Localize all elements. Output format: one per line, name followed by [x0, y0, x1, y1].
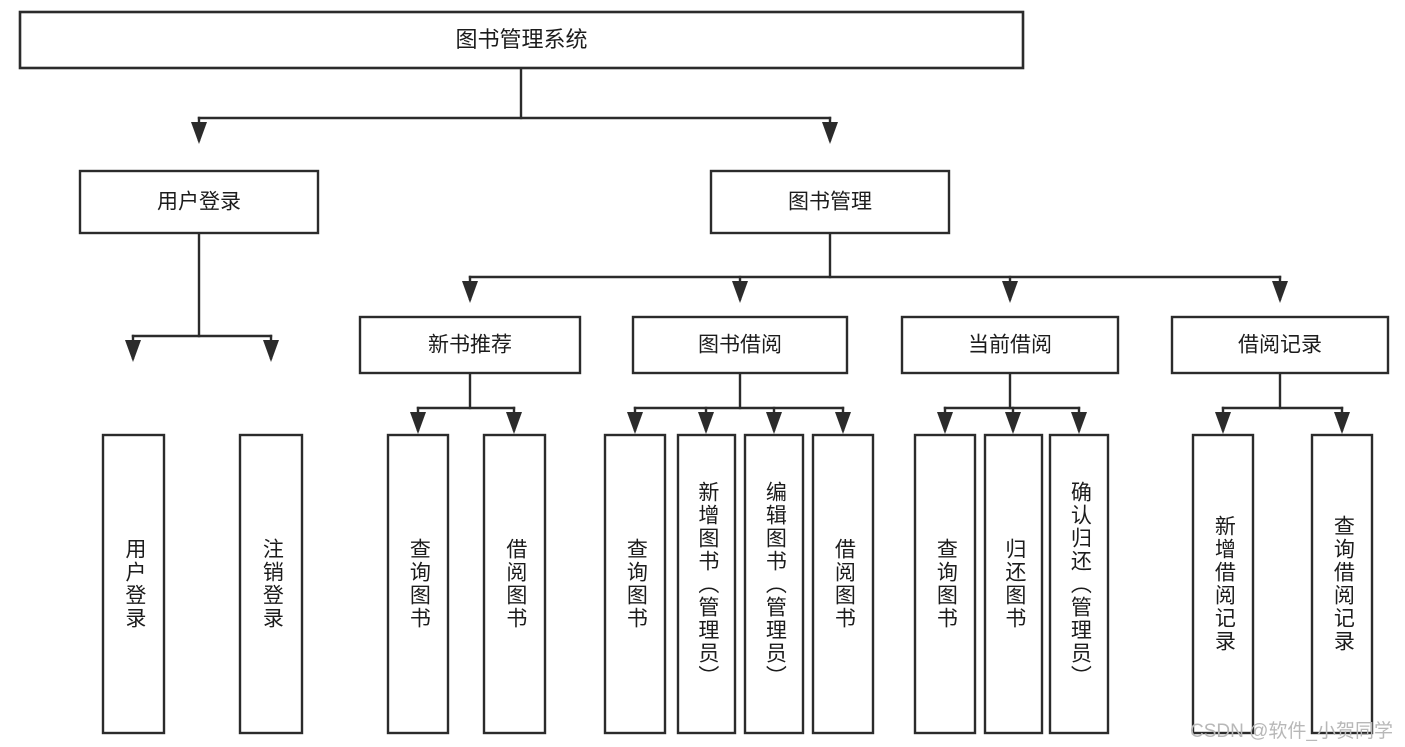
arrow-head-icon — [732, 281, 748, 303]
arrow-head-icon — [766, 412, 782, 434]
arrow-head-icon — [1215, 412, 1231, 434]
root-node-box[interactable] — [18, 10, 1025, 70]
root-node[interactable]: 图书管理系统 — [18, 10, 1025, 70]
leaf-node-12[interactable] — [1310, 433, 1374, 735]
level3-node-label: 图书借阅 — [698, 334, 782, 357]
leaf-node-box[interactable] — [603, 433, 667, 735]
level3-node-1[interactable]: 图书借阅 — [631, 315, 849, 375]
arrow-head-icon — [410, 412, 426, 434]
leaf-node-box[interactable] — [1310, 433, 1374, 735]
leaf-node-box[interactable] — [983, 433, 1044, 735]
arrow-head-icon — [1071, 412, 1087, 434]
leaf-node-9[interactable] — [983, 433, 1044, 735]
leaf-node-1[interactable] — [238, 433, 304, 735]
level2-node-box[interactable] — [709, 169, 951, 235]
arrow-head-icon — [627, 412, 643, 434]
leaf-node-5[interactable] — [676, 433, 737, 735]
arrow-head-icon — [1334, 412, 1350, 434]
level3-node-0[interactable]: 新书推荐 — [358, 315, 582, 375]
level3-node-box[interactable] — [631, 315, 849, 375]
leaf-node-box[interactable] — [1048, 433, 1110, 735]
leaf-node-6[interactable] — [743, 433, 805, 735]
level3-node-label: 新书推荐 — [428, 334, 512, 357]
leaf-node-box[interactable] — [743, 433, 805, 735]
leaf-node-7[interactable] — [811, 433, 875, 735]
leaf-node-0[interactable] — [101, 433, 166, 735]
arrow-head-icon — [1272, 281, 1288, 303]
level2-node-1[interactable]: 图书管理 — [709, 169, 951, 235]
level3-node-label: 当前借阅 — [968, 334, 1052, 357]
leaf-node-box[interactable] — [101, 433, 166, 735]
leaf-nodes-layer — [101, 433, 1374, 735]
level3-node-3[interactable]: 借阅记录 — [1170, 315, 1390, 375]
arrow-head-icon — [263, 340, 279, 362]
leaf-node-box[interactable] — [913, 433, 977, 735]
arrow-head-icon — [937, 412, 953, 434]
level3-node-box[interactable] — [900, 315, 1120, 375]
arrow-head-icon — [191, 122, 207, 144]
arrow-head-icon — [462, 281, 478, 303]
leaf-node-8[interactable] — [913, 433, 977, 735]
arrow-head-icon — [1005, 412, 1021, 434]
level2-node-label: 用户登录 — [157, 191, 241, 214]
level2-node-0[interactable]: 用户登录 — [78, 169, 320, 235]
edges-layer — [125, 66, 1350, 434]
arrow-head-icon — [1002, 281, 1018, 303]
leaf-node-10[interactable] — [1048, 433, 1110, 735]
arrow-head-icon — [822, 122, 838, 144]
level3-node-box[interactable] — [1170, 315, 1390, 375]
arrow-head-icon — [698, 412, 714, 434]
leaf-node-box[interactable] — [1191, 433, 1255, 735]
level2-node-box[interactable] — [78, 169, 320, 235]
arrow-head-icon — [506, 412, 522, 434]
level3-node-label: 借阅记录 — [1238, 334, 1322, 357]
root-node-label: 图书管理系统 — [455, 27, 587, 52]
leaf-node-11[interactable] — [1191, 433, 1255, 735]
level3-node-2[interactable]: 当前借阅 — [900, 315, 1120, 375]
leaf-node-box[interactable] — [386, 433, 450, 735]
watermark-text: CSDN @软件_小贺同学 — [1190, 721, 1393, 742]
leaf-node-box[interactable] — [676, 433, 737, 735]
leaf-node-4[interactable] — [603, 433, 667, 735]
level3-node-box[interactable] — [358, 315, 582, 375]
leaf-node-box[interactable] — [482, 433, 547, 735]
leaf-node-box[interactable] — [811, 433, 875, 735]
leaf-node-2[interactable] — [386, 433, 450, 735]
leaf-node-box[interactable] — [238, 433, 304, 735]
arrow-head-icon — [835, 412, 851, 434]
leaf-node-3[interactable] — [482, 433, 547, 735]
level2-node-label: 图书管理 — [788, 191, 872, 214]
arrow-head-icon — [125, 340, 141, 362]
